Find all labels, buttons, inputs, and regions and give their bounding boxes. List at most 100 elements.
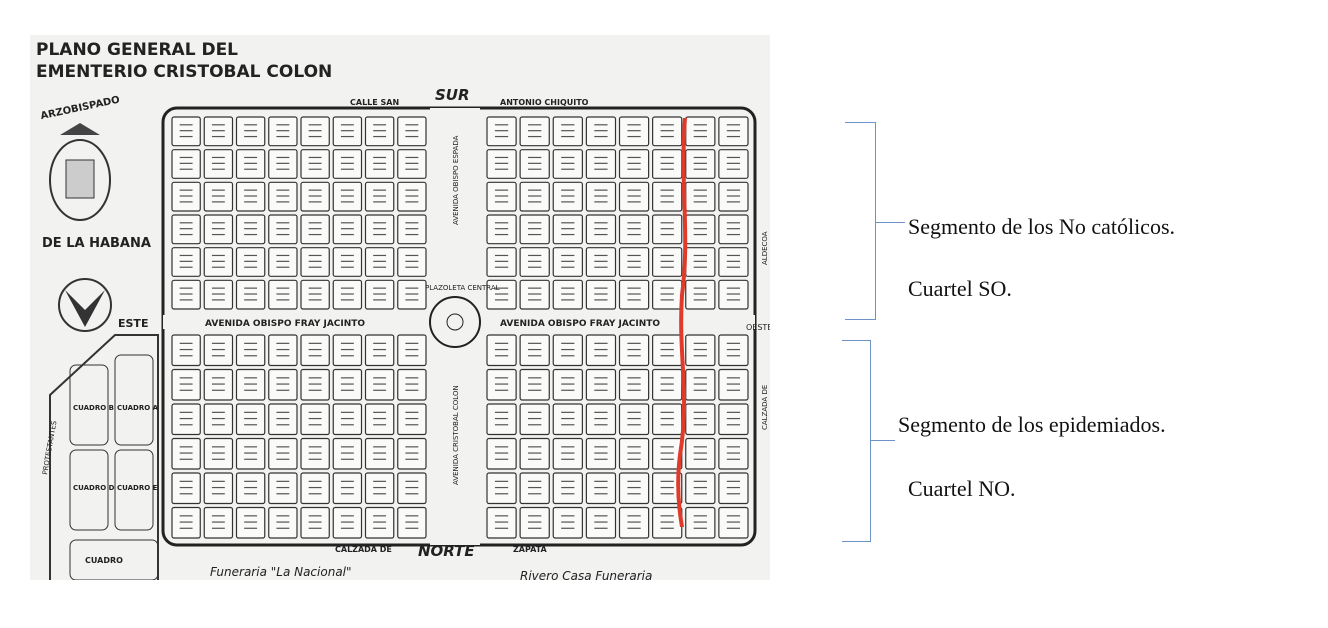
plaza-monument-icon — [446, 313, 464, 331]
map-block — [171, 149, 201, 179]
map-block — [235, 403, 266, 436]
bracket-top-tick — [875, 222, 905, 223]
map-block — [685, 437, 716, 470]
bracket-bottom — [842, 340, 871, 542]
map-block — [332, 149, 363, 179]
map-block — [552, 214, 583, 245]
map-block — [486, 334, 517, 367]
map-block — [486, 247, 517, 277]
map-block — [652, 279, 683, 310]
cuadro-f: CUADRO — [85, 556, 123, 565]
map-block — [300, 181, 330, 212]
map-block — [300, 437, 330, 470]
map-block — [486, 437, 517, 470]
map-block — [618, 334, 650, 367]
map-block — [585, 472, 617, 505]
map-block — [203, 279, 234, 310]
map-block — [268, 334, 298, 367]
funeraria-left: Funeraria "La Nacional" — [210, 565, 352, 579]
map-block — [300, 247, 330, 277]
map-block — [364, 368, 395, 401]
map-block — [268, 472, 298, 505]
map-block — [332, 279, 363, 310]
map-block — [332, 437, 363, 470]
map-block — [585, 437, 617, 470]
cemetery-map-drawing: PLANO GENERAL DEL EMENTERIO CRISTOBAL CO… — [36, 40, 772, 583]
north-top-label: SUR — [435, 86, 470, 104]
map-block — [718, 247, 749, 277]
funeraria-right: Rivero Casa Funeraria — [520, 569, 652, 580]
map-block — [203, 149, 234, 179]
map-block — [552, 149, 583, 179]
compass-rose-icon — [58, 278, 112, 332]
map-block — [618, 181, 650, 212]
map-block — [519, 279, 550, 310]
map-block — [364, 437, 395, 470]
map-block — [519, 247, 550, 277]
map-block — [585, 368, 617, 401]
map-block — [203, 437, 234, 470]
map-block — [585, 247, 617, 277]
map-block — [685, 149, 716, 179]
map-block — [652, 181, 683, 212]
map-block — [235, 149, 266, 179]
map-block — [618, 403, 650, 436]
map-block — [235, 437, 266, 470]
map-block — [519, 181, 550, 212]
map-block — [300, 279, 330, 310]
map-block — [235, 334, 266, 367]
map-block — [652, 214, 683, 245]
map-block — [397, 334, 427, 367]
map-block — [585, 214, 617, 245]
map-block — [171, 368, 201, 401]
arzobispado-label: ARZOBISPADO — [40, 95, 121, 123]
cuadro-a: CUADRO A — [117, 404, 159, 412]
map-block — [171, 247, 201, 277]
map-block — [552, 181, 583, 212]
map-block — [552, 472, 583, 505]
map-block — [718, 279, 749, 310]
map-block — [397, 181, 427, 212]
map-block — [300, 214, 330, 245]
map-block — [718, 403, 749, 436]
map-block — [268, 214, 298, 245]
map-block — [268, 368, 298, 401]
central-plaza — [429, 296, 481, 348]
map-block — [519, 506, 550, 539]
map-block — [718, 368, 749, 401]
map-block — [685, 279, 716, 310]
annotation-cuartel-1: Cuartel SO. — [908, 276, 1012, 301]
map-block — [486, 181, 517, 212]
map-block — [552, 368, 583, 401]
map-block — [203, 181, 234, 212]
map-block — [685, 116, 716, 147]
cuadro-d: CUADRO D — [73, 484, 115, 492]
map-block — [552, 437, 583, 470]
map-block — [652, 247, 683, 277]
map-block — [397, 403, 427, 436]
map-title-line1: PLANO GENERAL DEL — [36, 40, 238, 60]
map-block — [203, 247, 234, 277]
street-top-left: CALLE SAN — [350, 98, 399, 107]
map-block — [268, 403, 298, 436]
map-block — [300, 472, 330, 505]
map-block — [364, 472, 395, 505]
map-block — [235, 279, 266, 310]
avenue-right-label: AVENIDA OBISPO FRAY JACINTO — [500, 319, 660, 329]
map-block — [397, 247, 427, 277]
map-block — [268, 506, 298, 539]
protestantes-label: PROTESTANTES — [41, 420, 58, 476]
map-block — [685, 403, 716, 436]
map-block — [585, 116, 617, 147]
map-block — [364, 506, 395, 539]
map-block — [618, 247, 650, 277]
map-block — [171, 116, 201, 147]
map-block — [332, 247, 363, 277]
map-block — [585, 334, 617, 367]
map-block — [486, 403, 517, 436]
map-block — [300, 149, 330, 179]
map-block — [718, 437, 749, 470]
map-block — [300, 334, 330, 367]
map-block — [685, 506, 716, 539]
avenue-left-label: AVENIDA OBISPO FRAY JACINTO — [205, 319, 365, 329]
